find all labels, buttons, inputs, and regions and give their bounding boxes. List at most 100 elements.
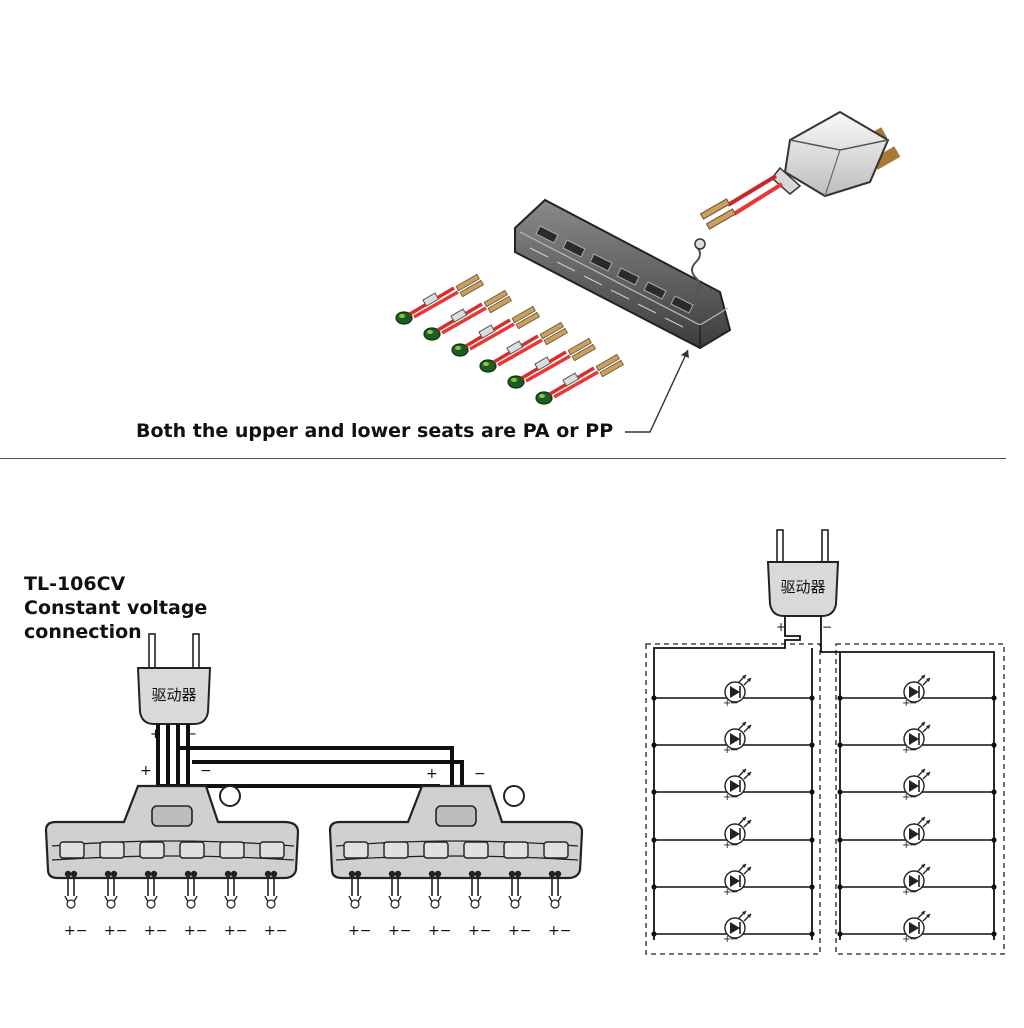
desc-line-1: Constant voltage: [24, 597, 208, 619]
led-symbol-right: [901, 768, 931, 804]
led-pin-a: [455, 273, 480, 292]
strip-slot: [562, 239, 586, 258]
output-slot: [59, 841, 85, 859]
output-pm-label: +−: [468, 923, 491, 939]
output-slot: [463, 841, 489, 859]
strip-slot: [535, 225, 559, 244]
strip-slot-edge: [583, 275, 603, 286]
node-dot: [837, 789, 843, 795]
schematic-feed: [653, 616, 995, 940]
led-pin-a: [511, 305, 536, 324]
led-bulb: [479, 359, 497, 373]
output-pm-label: +−: [184, 923, 207, 939]
screw-hook: [691, 238, 706, 295]
mount-hole: [503, 785, 525, 807]
led-sleeve: [534, 356, 552, 371]
led-symbol-left: [722, 674, 752, 710]
led-symbol-left: [722, 816, 752, 852]
output-pm-label: +−: [264, 923, 287, 939]
driver-plug-left: [136, 633, 212, 725]
node-dot: [651, 931, 657, 937]
driver-label-left: 驱动器: [151, 686, 196, 704]
led-symbol-right: [901, 721, 931, 757]
node-dot: [809, 931, 815, 937]
driver-plug-3d: [770, 110, 901, 198]
output-slot: [219, 841, 245, 859]
leader-line: [625, 349, 689, 433]
led-wire-red-b: [469, 322, 515, 351]
led-wire-red-b: [497, 338, 543, 367]
section-divider: [0, 458, 1006, 459]
led-sleeve: [506, 340, 524, 355]
mount-hole: [219, 785, 241, 807]
node-dot: [991, 931, 997, 937]
strip-slot-edge: [637, 303, 657, 314]
input-socket: [435, 805, 477, 827]
led-symbol-left: [722, 721, 752, 757]
connector-body: [328, 784, 584, 880]
output-pm-label: +−: [428, 923, 451, 939]
node-dot: [809, 742, 815, 748]
schematic-rows: [651, 674, 997, 946]
strip-slot: [589, 253, 613, 272]
output-pm-label: +−: [388, 923, 411, 939]
led-wire-item: [479, 321, 568, 373]
led-bulb: [395, 311, 413, 325]
output-pm-label: +−: [508, 923, 531, 939]
node-dot: [651, 884, 657, 890]
led-highlight: [399, 314, 405, 318]
node-dot: [837, 837, 843, 843]
strip-slot-edge: [556, 261, 576, 272]
schematic-frames: [645, 643, 1005, 955]
node-dot: [809, 695, 815, 701]
node-dot: [991, 884, 997, 890]
model-name: TL-106CV: [24, 573, 126, 595]
lead-wires: [699, 174, 784, 230]
led-bulb: [423, 327, 441, 341]
plug-minus-left: −: [186, 727, 197, 742]
output-pm-label: +−: [348, 923, 371, 939]
schem-plus: +: [776, 620, 786, 634]
led-pin-a: [595, 353, 620, 372]
led-symbol-right: [901, 674, 931, 710]
bus-plus-left: +: [140, 763, 152, 779]
led-highlight: [455, 346, 461, 350]
strip-slot: [670, 295, 694, 314]
output-slot: [99, 841, 125, 859]
led-pin-b: [543, 327, 568, 346]
output-slot: [383, 841, 409, 859]
leader-arrow: [681, 350, 689, 358]
strip-slot-edge: [610, 289, 630, 300]
led-wire-item: [451, 305, 540, 357]
strip-slots: [529, 225, 694, 328]
led-pin-a: [567, 337, 592, 356]
led-bulb: [507, 375, 525, 389]
connector-body: [44, 784, 300, 880]
node-dot: [651, 837, 657, 843]
driver-label-right: 驱动器: [780, 578, 825, 596]
output-pm-labels: +−+−+−+−+−+−+−+−+−+−+−+−: [64, 923, 571, 939]
led-highlight: [483, 362, 489, 366]
output-slot: [423, 841, 449, 859]
led-wire-item: [535, 353, 624, 405]
led-symbol-right: [901, 863, 931, 899]
driver-plug-right: [766, 529, 840, 617]
connector-right: [328, 784, 584, 909]
schem-minus: −: [822, 620, 832, 634]
node-dot: [809, 789, 815, 795]
led-wire-item: [395, 273, 484, 325]
led-symbol-right: [901, 910, 931, 946]
strip-slot-edge: [529, 247, 549, 258]
led-symbol-right: [901, 816, 931, 852]
led-bulb: [451, 343, 469, 357]
led-symbol-left: [722, 910, 752, 946]
output-pm-label: +−: [104, 923, 127, 939]
led-wire-red-b: [441, 306, 487, 335]
led-wire-item: [423, 289, 512, 341]
output-slot: [259, 841, 285, 859]
led-wire-red-b: [525, 354, 571, 383]
led-highlight: [539, 394, 545, 398]
node-dot: [991, 742, 997, 748]
